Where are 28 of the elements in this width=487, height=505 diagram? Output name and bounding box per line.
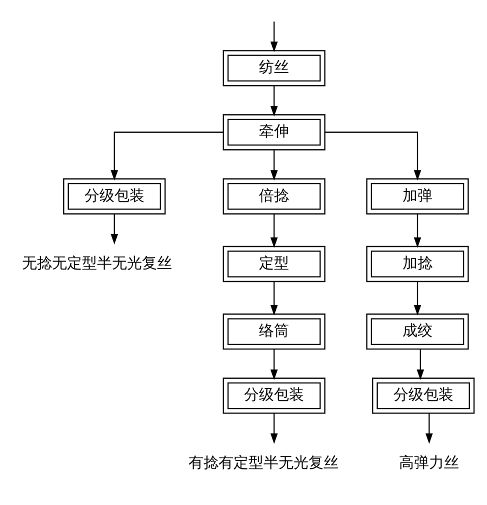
node-text: 高弹力丝 — [399, 453, 460, 472]
node-box: 加弹 — [366, 178, 469, 214]
arrow — [270, 86, 278, 117]
arrow — [414, 214, 422, 248]
arrow — [425, 414, 433, 444]
node-box: 加捻 — [366, 246, 469, 282]
arrow — [110, 132, 224, 181]
node-box: 分级包装 — [222, 378, 326, 414]
arrow — [270, 22, 278, 52]
node-box: 络筒 — [222, 314, 326, 350]
arrow — [416, 349, 424, 380]
node-box: 定型 — [222, 246, 326, 282]
arrow — [270, 349, 278, 380]
arrow — [110, 214, 118, 244]
arrow — [270, 150, 278, 181]
node-box: 分级包装 — [372, 378, 475, 414]
node-box: 成绞 — [366, 314, 469, 350]
arrow — [270, 414, 278, 444]
arrow — [270, 214, 278, 248]
node-text: 有捻有定型半无光复丝 — [188, 453, 339, 472]
arrow — [325, 132, 422, 181]
node-box: 分级包装 — [63, 178, 166, 214]
node-box: 倍捻 — [222, 178, 326, 214]
node-box: 牵伸 — [222, 114, 326, 150]
arrow — [414, 282, 422, 316]
arrow — [270, 282, 278, 316]
node-box: 纺丝 — [222, 50, 326, 86]
node-text: 无捻无定型半无光复丝 — [22, 254, 172, 272]
